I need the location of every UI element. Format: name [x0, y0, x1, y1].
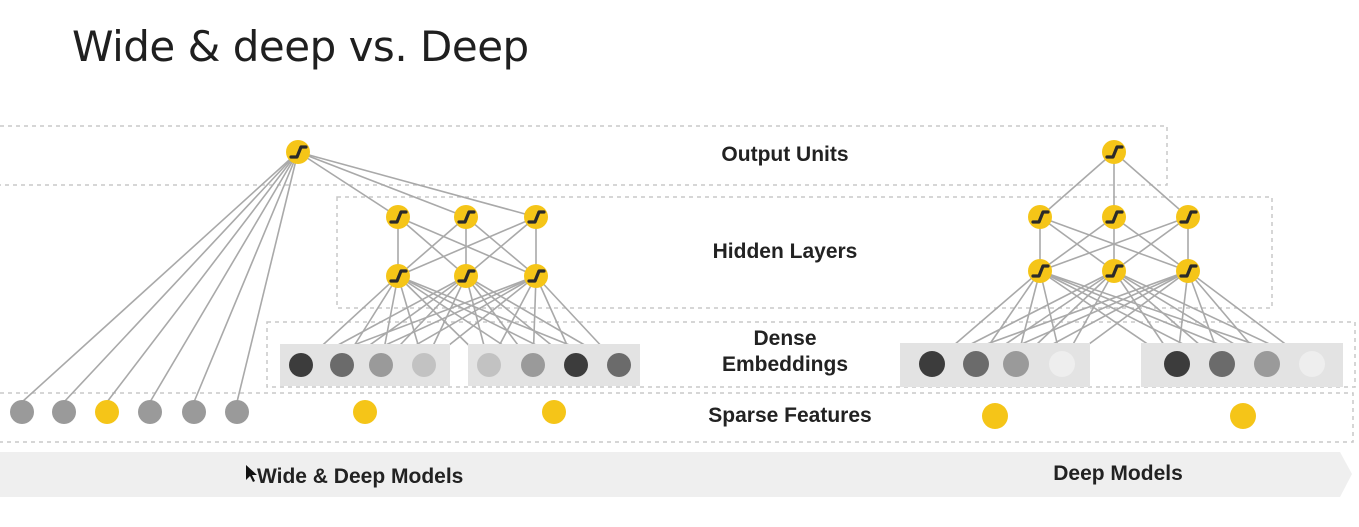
sparse-features-label: Sparse Features [708, 404, 871, 427]
connection-line [397, 216, 537, 277]
connection-line [297, 151, 467, 218]
output-unit-node [284, 138, 312, 166]
hidden-layers-label: Hidden Layers [713, 240, 858, 263]
hidden-unit-node [1174, 203, 1202, 231]
output-units-band [0, 125, 1168, 186]
embedding-node [1164, 351, 1190, 377]
hidden-unit-node [1174, 257, 1202, 285]
sparse-feature-node [138, 400, 162, 424]
deep-models-label: Deep Models [1053, 462, 1183, 485]
layer-bands [0, 125, 1356, 443]
hidden-unit-node [384, 262, 412, 290]
connection-line [63, 151, 299, 403]
connection-line [465, 216, 537, 277]
hidden-unit-node [384, 203, 412, 231]
hidden-unit-node [522, 203, 550, 231]
embedding-node [919, 351, 945, 377]
dense-embeddings-band [266, 321, 1356, 388]
embedding-node [1299, 351, 1325, 377]
dense-label-line2: Embeddings [722, 353, 848, 376]
embedding-node [412, 353, 436, 377]
models-arrow-band [0, 452, 1352, 497]
connection-line [193, 151, 299, 403]
connection-line [1113, 216, 1189, 272]
embedding-node [477, 353, 501, 377]
embedding-node [369, 353, 393, 377]
hidden-unit-node [452, 203, 480, 231]
embedding-node [1254, 351, 1280, 377]
embedding-node [330, 353, 354, 377]
embedding-node [564, 353, 588, 377]
network-nodes [10, 138, 1325, 429]
embedding-node [607, 353, 631, 377]
connection-line [149, 151, 299, 403]
connection-line [297, 151, 399, 218]
sparse-feature-node [52, 400, 76, 424]
connection-line [1113, 151, 1189, 218]
connection-line [1039, 151, 1115, 218]
connection-line [106, 151, 299, 403]
embedding-node [521, 353, 545, 377]
hidden-unit-node [1100, 203, 1128, 231]
hidden-layers-band [336, 196, 1273, 309]
sparse-feature-node [1230, 403, 1256, 429]
connection-line [397, 216, 467, 277]
connection-line [21, 151, 299, 403]
embedding-node [1209, 351, 1235, 377]
sparse-feature-node [225, 400, 249, 424]
connection-line [1039, 216, 1189, 272]
hidden-unit-node [1026, 203, 1054, 231]
sparse-feature-node [542, 400, 566, 424]
output-unit-node [1100, 138, 1128, 166]
connection-lines [21, 151, 1313, 403]
sparse-features-band [0, 392, 1354, 443]
hidden-unit-node [1026, 257, 1054, 285]
slide-title: Wide & deep vs. Deep [72, 22, 529, 71]
connection-line [1039, 216, 1115, 272]
sparse-feature-node [10, 400, 34, 424]
embedding-node [1003, 351, 1029, 377]
wide-deep-models-label: Wide & Deep Models [257, 465, 463, 488]
connection-line [236, 151, 299, 403]
hidden-unit-node [522, 262, 550, 290]
embedding-node [963, 351, 989, 377]
sparse-feature-node [182, 400, 206, 424]
hidden-unit-node [452, 262, 480, 290]
hidden-unit-node [1100, 257, 1128, 285]
connection-line [297, 151, 537, 218]
dense-label-line1: Dense [753, 327, 816, 350]
embedding-node [289, 353, 313, 377]
embedding-node [1049, 351, 1075, 377]
sparse-feature-node [95, 400, 119, 424]
sparse-feature-node [353, 400, 377, 424]
output-units-label: Output Units [721, 143, 848, 166]
sparse-feature-node [982, 403, 1008, 429]
mouse-cursor-icon [246, 465, 257, 482]
